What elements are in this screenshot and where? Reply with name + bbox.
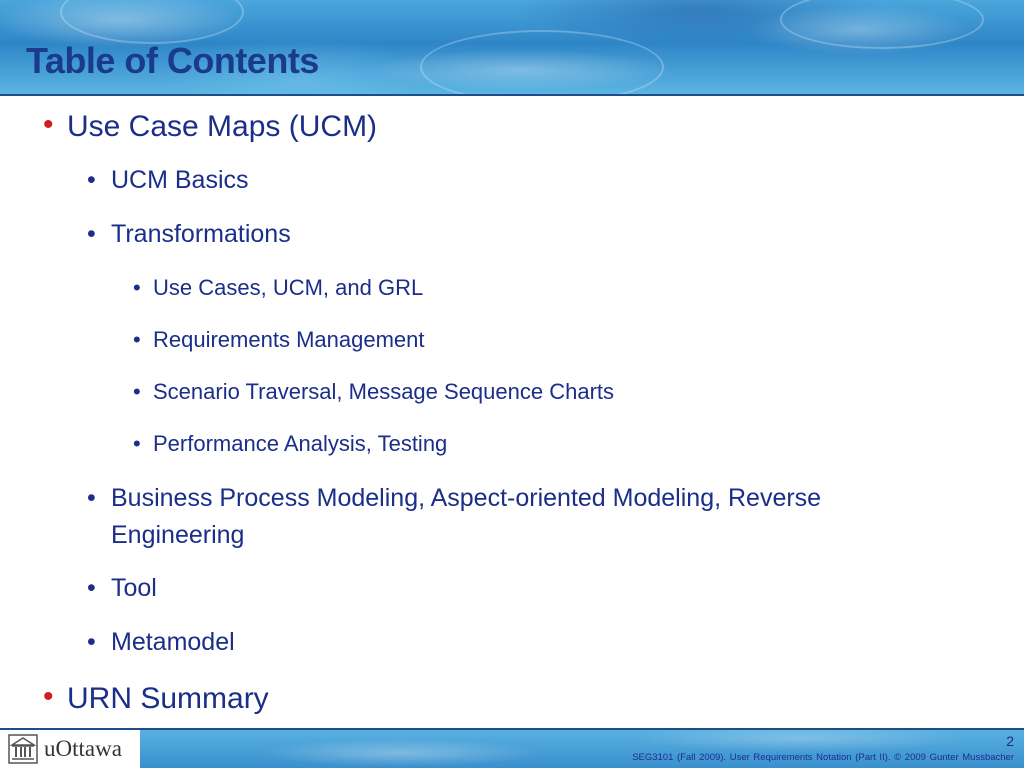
water-ripple (420, 30, 664, 104)
bullet: • (87, 628, 96, 656)
toc-item: • Metamodel (87, 628, 235, 657)
water-ripple (780, 0, 984, 49)
toc-item: • Performance Analysis, Testing (133, 431, 448, 457)
toc-item: • Business Process Modeling, Aspect-orie… (87, 480, 951, 554)
university-logo: uOttawa (0, 730, 140, 768)
bullet: • (133, 431, 141, 456)
slide-title: Table of Contents (26, 40, 319, 81)
toc-item-label: Requirements Management (153, 327, 425, 352)
toc-item: • Requirements Management (133, 327, 425, 353)
bullet: • (43, 680, 54, 713)
toc-item: • Tool (87, 574, 157, 603)
toc-item: • UCM Basics (87, 166, 249, 195)
bullet: • (133, 379, 141, 404)
bullet: • (133, 327, 141, 352)
toc-item-label: Scenario Traversal, Message Sequence Cha… (153, 379, 615, 404)
header-banner (0, 0, 1024, 104)
bullet: • (87, 484, 96, 512)
bullet: • (133, 275, 141, 300)
toc-item-label: Business Process Modeling, Aspect-orient… (111, 484, 822, 549)
toc-item-label: Tool (111, 574, 157, 602)
footer-divider (0, 728, 1024, 730)
water-ripple (60, 0, 244, 44)
toc-item: • Transformations (87, 220, 291, 249)
page-number: 2 (1006, 733, 1014, 749)
toc-item-label: Use Case Maps (UCM) (67, 110, 378, 143)
bullet: • (87, 166, 96, 194)
bullet: • (87, 574, 96, 602)
logo-text: uOttawa (44, 736, 122, 761)
toc-item-label: URN Summary (67, 682, 269, 715)
header-divider (0, 94, 1024, 96)
toc-item: • Scenario Traversal, Message Sequence C… (133, 379, 615, 405)
toc-item-label: UCM Basics (111, 166, 249, 194)
toc-item: • Use Case Maps (UCM) (43, 108, 378, 144)
toc-item-label: Metamodel (111, 628, 235, 656)
toc-item: • URN Summary (43, 680, 269, 716)
footer-course-text: SEG3101 (Fall 2009). User Requirements N… (632, 752, 1014, 763)
bullet: • (87, 220, 96, 248)
toc-item-label: Performance Analysis, Testing (153, 431, 448, 456)
toc-item-label: Transformations (111, 220, 291, 248)
toc-item: • Use Cases, UCM, and GRL (133, 275, 424, 301)
university-building-icon (8, 734, 38, 764)
slide-content: • Use Case Maps (UCM) • UCM Basics • Tra… (0, 96, 1024, 728)
toc-item-label: Use Cases, UCM, and GRL (153, 275, 424, 300)
footer-banner (0, 728, 1024, 768)
bullet: • (43, 108, 54, 141)
